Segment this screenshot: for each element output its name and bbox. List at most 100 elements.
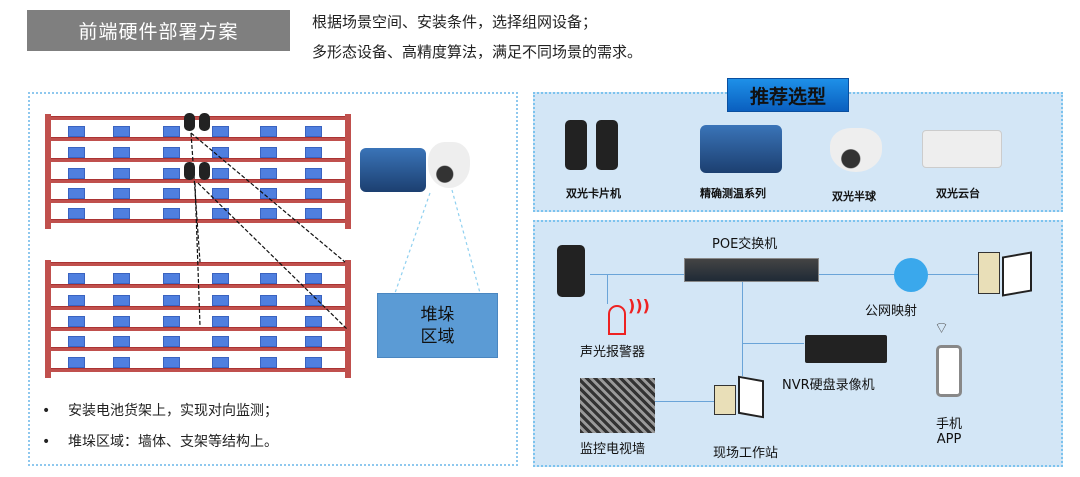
- battery-box: [113, 295, 130, 306]
- card-camera-icon: [184, 113, 195, 131]
- battery-box: [163, 357, 180, 368]
- shelf-post: [45, 114, 51, 229]
- alarm-icon: [608, 305, 626, 335]
- stack-area-box: 堆垛 区域: [377, 293, 498, 358]
- dome-camera-icon: [428, 142, 470, 188]
- battery-box: [163, 336, 180, 347]
- battery-box: [212, 188, 229, 199]
- workstation-label: 现场工作站: [713, 446, 779, 461]
- battery-box: [305, 168, 322, 179]
- battery-box: [113, 168, 130, 179]
- battery-box: [212, 273, 229, 284]
- description-line-2: 多形态设备、高精度算法，满足不同场景的需求。: [312, 43, 643, 61]
- shelf-beam: [51, 327, 345, 331]
- shelf-beam: [51, 368, 345, 372]
- switch-label: POE交换机: [712, 237, 778, 252]
- battery-box: [163, 126, 180, 137]
- battery-box: [260, 208, 277, 219]
- alarm-label: 声光报警器: [580, 345, 646, 360]
- connection-line: [742, 343, 804, 344]
- battery-box: [113, 147, 130, 158]
- battery-box: [305, 273, 322, 284]
- shelf-beam: [51, 158, 345, 162]
- connection-line: [655, 401, 715, 402]
- public-mapping-label: 公网映射: [865, 304, 918, 319]
- shelf-beam: [51, 179, 345, 183]
- product-label: 双光卡片机: [566, 187, 621, 200]
- shelf-post: [45, 260, 51, 378]
- section-title: 前端硬件部署方案: [27, 10, 290, 51]
- mobile-phone-icon: [936, 345, 962, 397]
- battery-box: [305, 188, 322, 199]
- battery-box: [260, 273, 277, 284]
- nvr-icon: [805, 335, 887, 363]
- battery-box: [163, 208, 180, 219]
- monitor-icon: [1002, 251, 1032, 297]
- battery-box: [212, 357, 229, 368]
- battery-box: [305, 147, 322, 158]
- product-label: 双光云台: [936, 187, 980, 200]
- battery-box: [212, 126, 229, 137]
- stack-area-label: 区域: [420, 326, 455, 347]
- shelf-beam: [51, 116, 345, 120]
- dome-camera-icon: [830, 128, 882, 172]
- signal-icon: ))): [628, 296, 650, 315]
- battery-box: [113, 273, 130, 284]
- shelf-beam: [51, 347, 345, 351]
- workstation-server-icon: [714, 385, 736, 415]
- battery-box: [113, 188, 130, 199]
- globe-icon: [894, 258, 928, 292]
- shelf-beam: [51, 284, 345, 288]
- tv-wall-label: 监控电视墙: [580, 442, 646, 457]
- battery-box: [212, 336, 229, 347]
- stack-area-label: 堆垛: [420, 304, 455, 325]
- battery-box: [113, 336, 130, 347]
- battery-box: [163, 295, 180, 306]
- app-label: APP: [936, 432, 962, 447]
- battery-box: [68, 336, 85, 347]
- connection-line: [742, 280, 743, 376]
- battery-box: [68, 295, 85, 306]
- shelf-beam: [51, 306, 345, 310]
- battery-box: [113, 316, 130, 327]
- battery-box: [68, 188, 85, 199]
- description-line-1: 根据场景空间、安装条件，选择组网设备；: [312, 13, 598, 31]
- poe-switch-icon: [684, 258, 819, 282]
- battery-box: [260, 147, 277, 158]
- bullet-text: 堆垛区域：墙体、支架等结构上。: [68, 434, 278, 450]
- battery-box: [305, 295, 322, 306]
- card-camera-icon: [199, 162, 210, 180]
- view-line: [190, 132, 201, 263]
- thermal-camera-icon: [700, 125, 782, 173]
- battery-box: [212, 168, 229, 179]
- battery-box: [305, 208, 322, 219]
- shelf-beam: [51, 219, 345, 223]
- mobile-label: 手机: [936, 417, 963, 432]
- view-line: [197, 182, 349, 331]
- battery-box: [305, 126, 322, 137]
- thermal-camera-icon: [360, 148, 426, 192]
- battery-box: [260, 126, 277, 137]
- server-icon: [978, 252, 1000, 294]
- battery-box: [260, 357, 277, 368]
- card-camera-icon: [199, 113, 210, 131]
- dual-card-camera-icon: [565, 120, 587, 170]
- shelf-post: [345, 260, 351, 378]
- battery-box: [260, 316, 277, 327]
- battery-box: [68, 168, 85, 179]
- shelf-beam: [51, 199, 345, 203]
- battery-box: [212, 316, 229, 327]
- product-label: 双光半球: [832, 190, 876, 203]
- battery-box: [305, 316, 322, 327]
- battery-box: [113, 357, 130, 368]
- battery-box: [260, 188, 277, 199]
- battery-box: [260, 168, 277, 179]
- battery-box: [68, 357, 85, 368]
- bullet-item: •堆垛区域：墙体、支架等结构上。: [42, 434, 278, 450]
- wifi-icon: ⌔: [934, 318, 950, 337]
- battery-box: [113, 126, 130, 137]
- connection-line: [607, 274, 608, 304]
- battery-box: [163, 316, 180, 327]
- battery-box: [163, 188, 180, 199]
